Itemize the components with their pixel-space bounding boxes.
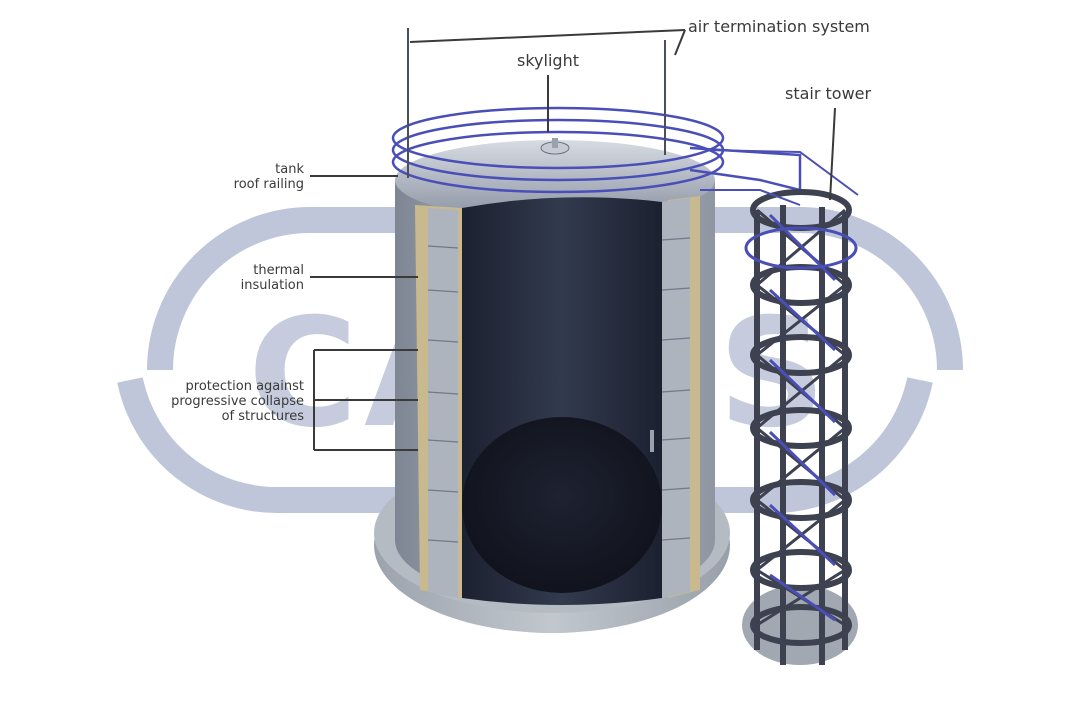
label-roof-railing-line2: roof railing — [233, 177, 304, 192]
label-thermal-line1: thermal — [253, 263, 304, 278]
label-air-termination: air termination system — [688, 17, 870, 36]
label-thermal-insulation: thermal insulation — [180, 263, 304, 293]
label-protection-line2: progressive collapse — [171, 394, 304, 409]
skylight-dome — [540, 138, 570, 155]
label-stair-tower: stair tower — [785, 84, 872, 103]
label-protection-line1: protection against — [185, 379, 304, 394]
leader-lines — [310, 29, 836, 451]
air-termination-rods — [407, 28, 666, 178]
stair-tower — [700, 149, 859, 665]
tank-cutaway-interior — [415, 196, 700, 605]
label-roof-railing-line1: tank — [275, 162, 304, 177]
label-roof-railing: tank roof railing — [180, 162, 304, 192]
label-progressive-collapse: protection against progressive collapse … — [120, 379, 304, 424]
label-thermal-line2: insulation — [240, 278, 304, 293]
label-skylight: skylight — [517, 51, 579, 70]
label-protection-line3: of structures — [221, 409, 304, 424]
